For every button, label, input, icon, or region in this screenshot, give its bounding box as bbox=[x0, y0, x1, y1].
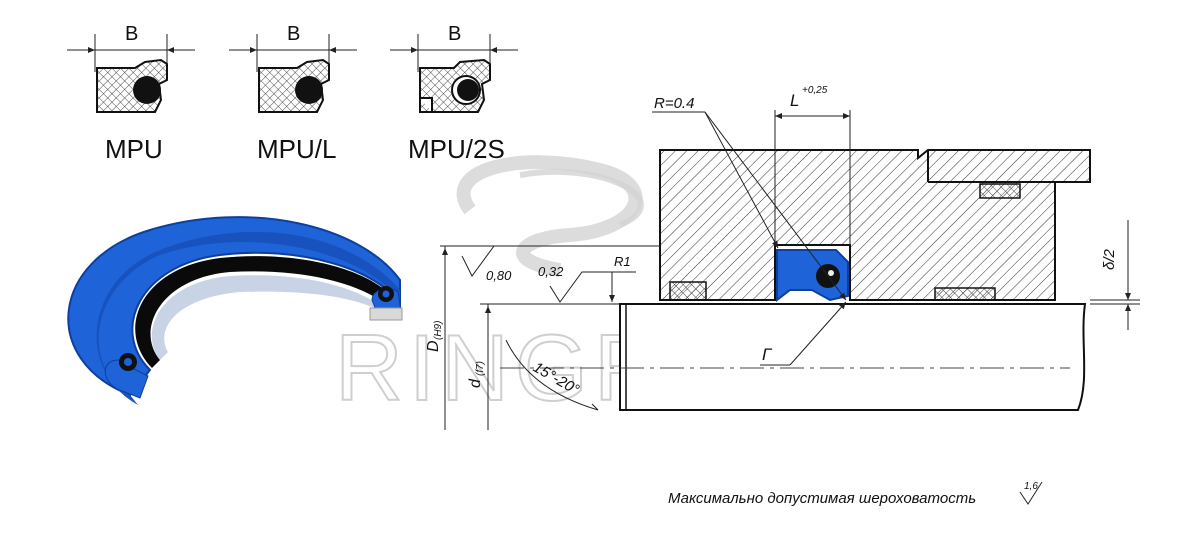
profile-name: MPU/2S bbox=[408, 134, 505, 164]
roughness-1: 0,80 bbox=[486, 268, 512, 283]
groove-length-tolerance: +0,25 bbox=[802, 85, 828, 96]
roughness-2: 0,32 bbox=[538, 264, 564, 279]
rod-fit: (f7) bbox=[475, 361, 486, 376]
seal-3d-render bbox=[67, 216, 403, 405]
housing bbox=[659, 149, 1091, 301]
o-ring bbox=[295, 76, 323, 104]
groove-assembly: L +0,25 R=0.4 δ/2 Г D (H9) d (f7) 0,80 0… bbox=[425, 85, 1140, 430]
bore-fit: (H9) bbox=[433, 321, 444, 340]
guide-ring-right bbox=[934, 287, 996, 301]
radius-r1: R1 bbox=[614, 254, 631, 269]
profile-name: MPU bbox=[105, 134, 163, 164]
gap-label: δ/2 bbox=[1101, 248, 1118, 270]
rod bbox=[619, 303, 1087, 411]
guide-ring-left bbox=[669, 281, 707, 301]
profile-mpu-2s: B MPU/2S bbox=[390, 23, 518, 164]
dimension-label: B bbox=[125, 23, 138, 45]
radius-label: R=0.4 bbox=[654, 95, 694, 112]
rod-diameter: d bbox=[467, 378, 484, 388]
bore-diameter: D bbox=[425, 340, 442, 352]
gamma-label: Г bbox=[762, 345, 773, 364]
profile-name: MPU/L bbox=[257, 134, 336, 164]
o-ring bbox=[133, 76, 161, 104]
dimension-label: B bbox=[448, 23, 461, 45]
profile-mpu-l: B MPU/L bbox=[229, 23, 357, 164]
footer-text: Максимально допустимая шероховатость bbox=[668, 490, 976, 507]
profile-mpu: B MPU bbox=[67, 23, 195, 164]
dimension-label: B bbox=[287, 23, 300, 45]
second-lip bbox=[420, 97, 433, 112]
footer-roughness-value: 1,6 bbox=[1024, 481, 1038, 492]
guide-ring-top bbox=[979, 183, 1021, 199]
groove-length-label: L bbox=[790, 91, 799, 110]
footer-note: Максимально допустимая шероховатость 1,6 bbox=[668, 481, 1043, 507]
roughness-symbol bbox=[1019, 481, 1043, 505]
